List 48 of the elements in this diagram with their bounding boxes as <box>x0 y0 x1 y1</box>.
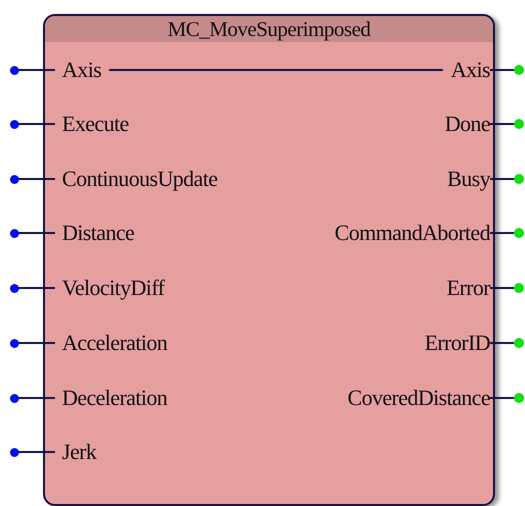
input-pin-label: Deceleration <box>55 385 168 411</box>
connector-line <box>490 69 514 71</box>
output-pin-label: Axis <box>450 57 490 83</box>
connector-line <box>18 69 55 71</box>
connector-line <box>18 232 55 234</box>
connection-dot <box>10 448 18 456</box>
input-pin-label: Jerk <box>55 439 96 465</box>
input-pin-label: Acceleration <box>55 330 168 356</box>
connection-dot <box>10 120 18 128</box>
connection-dot <box>514 119 524 129</box>
connection-dot <box>10 394 18 402</box>
input-pin-label: VelocityDiff <box>55 275 164 301</box>
output-pin-label: Busy <box>447 166 490 192</box>
function-block <box>43 14 495 506</box>
connection-dot <box>10 284 18 292</box>
connector-line <box>18 178 55 180</box>
connector-line <box>18 397 55 399</box>
connector-line <box>18 342 55 344</box>
output-pin-label: Error <box>446 275 490 301</box>
input-pin-label: Distance <box>55 220 134 246</box>
connector-line <box>490 232 514 234</box>
connection-dot <box>514 65 524 75</box>
connection-dot <box>514 283 524 293</box>
connector-line <box>490 178 514 180</box>
block-title: MC_MoveSuperimposed <box>168 17 370 41</box>
connector-line <box>490 287 514 289</box>
connection-dot <box>10 228 18 238</box>
input-pin-label: Axis <box>55 57 102 83</box>
connector-line <box>18 451 55 453</box>
connection-dot <box>10 174 18 184</box>
connector-line <box>18 287 55 289</box>
connector-line <box>490 342 514 344</box>
connector-line <box>490 397 514 399</box>
input-pin-label: Execute <box>55 111 129 137</box>
input-pin-label: ContinuousUpdate <box>55 166 218 192</box>
connection-dot <box>514 174 524 184</box>
output-pin-label: ErrorID <box>424 330 490 356</box>
connection-dot <box>514 338 524 348</box>
output-pin-label: CommandAborted <box>334 220 490 246</box>
connection-dot <box>10 66 18 74</box>
connection-dot <box>10 338 18 348</box>
connector-line <box>109 69 443 71</box>
connection-dot <box>514 228 524 238</box>
connection-dot <box>514 393 524 403</box>
output-pin-label: CoveredDistance <box>348 385 490 411</box>
output-pin-label: Done <box>444 111 490 137</box>
connector-line <box>18 123 55 125</box>
connector-line <box>490 123 514 125</box>
